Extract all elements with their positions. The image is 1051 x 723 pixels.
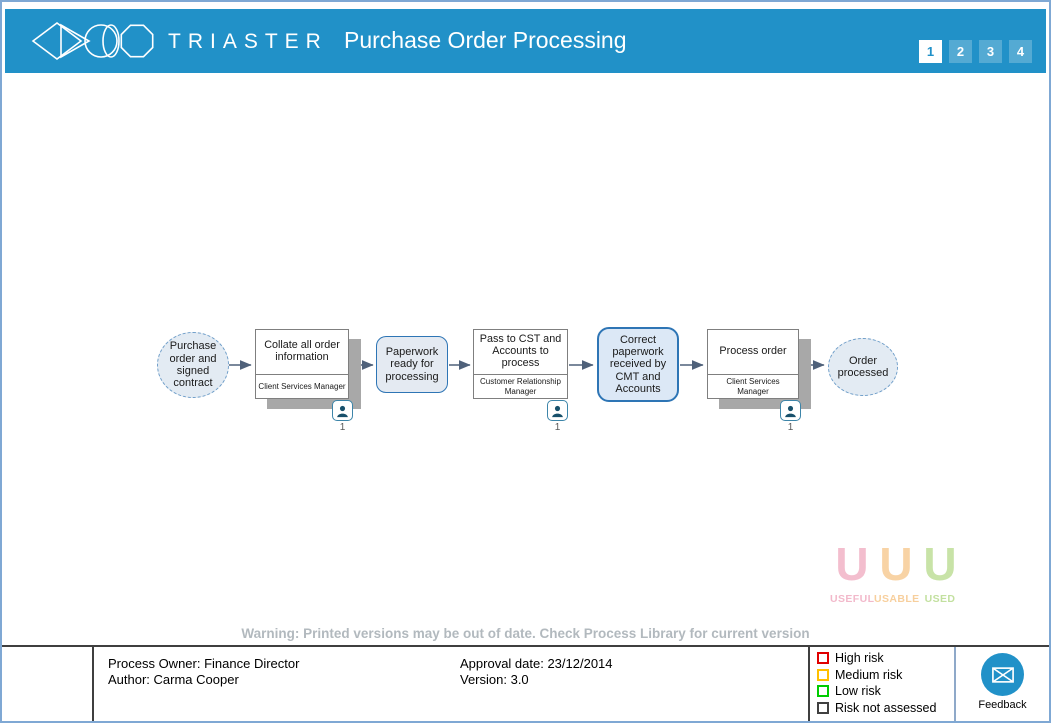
risk-legend: High risk Medium risk Low risk Risk not … [808, 647, 954, 721]
approval-version-block: Approval date: 23/12/2014 Version: 3.0 [460, 656, 613, 688]
page-title: Purchase Order Processing [344, 27, 627, 53]
node-text: Purchase order and signed contract [169, 340, 217, 390]
watermark-label: USABLE [874, 593, 920, 605]
feedback-label: Feedback [978, 699, 1027, 711]
watermark-label: USED [924, 593, 956, 605]
person-badge[interactable] [547, 400, 568, 421]
page-nav: 1 2 3 4 [919, 40, 1032, 63]
legend-label: Medium risk [835, 667, 903, 682]
brand-text: TRIASTER [168, 30, 328, 53]
legend-label: Low risk [835, 684, 881, 699]
legend-row-low-risk: Low risk [817, 683, 952, 700]
feedback-button[interactable] [981, 653, 1024, 696]
owner-author-block: Process Owner: Finance Director Author: … [108, 656, 299, 688]
person-icon [552, 405, 563, 417]
person-icon [337, 405, 348, 417]
u-glyph-icon: U [879, 538, 913, 590]
node-text: Correct paperwork received by CMT and Ac… [609, 333, 667, 395]
flowchart: Purchase order and signed contract Colla… [2, 73, 1049, 645]
legend-row-high-risk: High risk [817, 650, 952, 667]
deliverable-correct-paperwork: Correct paperwork received by CMT and Ac… [597, 327, 679, 402]
legend-row-medium-risk: Medium risk [817, 667, 952, 684]
high-risk-swatch-icon [817, 652, 829, 665]
legend-label: Risk not assessed [835, 700, 937, 715]
resource-count: 1 [787, 422, 794, 433]
watermark-usable: U USABLE [874, 535, 920, 605]
footer-main-cell: Process Owner: Finance Director Author: … [94, 647, 808, 721]
envelope-icon [991, 666, 1014, 683]
page-button-2[interactable]: 2 [949, 40, 972, 63]
activity-role: Client Services Manager [256, 374, 348, 398]
node-text: Paperwork ready for processing [385, 346, 439, 383]
person-badge[interactable] [332, 400, 353, 421]
process-owner-text: Process Owner: Finance Director [108, 656, 300, 671]
flowchart-canvas: Purchase order and signed contract Colla… [2, 73, 1049, 645]
version-text: Version: 3.0 [460, 672, 529, 687]
header-bar: TRIASTER Purchase Order Processing 1 2 3… [5, 9, 1046, 73]
u-glyph-icon: U [835, 538, 869, 590]
terminator-start: Purchase order and signed contract [157, 332, 229, 398]
watermark-label: USEFUL [830, 593, 875, 605]
resource-count: 1 [339, 422, 346, 433]
terminator-end: Order processed [828, 338, 898, 396]
person-icon [785, 405, 796, 417]
activity-process-order[interactable]: Process order Client Services Manager [707, 329, 799, 399]
person-badge[interactable] [780, 400, 801, 421]
activity-role: Client Services Manager [708, 374, 798, 398]
triaster-logo-icon [31, 22, 154, 60]
watermark-useful: U USEFUL [830, 535, 874, 605]
footer-blank-cell [2, 647, 94, 721]
resource-count: 1 [554, 422, 561, 433]
deliverable-paperwork-ready: Paperwork ready for processing [376, 336, 448, 393]
author-text: Author: Carma Cooper [108, 672, 239, 687]
activity-title: Pass to CST and Accounts to process [479, 333, 562, 369]
activity-role: Customer Relationship Manager [474, 374, 567, 398]
low-risk-swatch-icon [817, 685, 829, 698]
footer-bar: Process Owner: Finance Director Author: … [2, 645, 1049, 721]
feedback-cell: Feedback [954, 647, 1049, 721]
approval-date-text: Approval date: 23/12/2014 [460, 656, 613, 671]
page-button-4[interactable]: 4 [1009, 40, 1032, 63]
activity-title: Process order [719, 345, 787, 358]
useful-usable-used-logo: U USEFUL U USABLE U USED [830, 535, 962, 605]
activity-title: Collate all order information [264, 339, 340, 363]
legend-row-not-assessed: Risk not assessed [817, 700, 952, 717]
medium-risk-swatch-icon [817, 668, 829, 681]
activity-pass-to-cst[interactable]: Pass to CST and Accounts to process Cust… [473, 329, 568, 399]
u-glyph-icon: U [923, 538, 957, 590]
page-button-3[interactable]: 3 [979, 40, 1002, 63]
watermark-used: U USED [918, 535, 962, 605]
node-text: Order processed [837, 354, 889, 379]
activity-collate[interactable]: Collate all order information Client Ser… [255, 329, 349, 399]
page-button-1[interactable]: 1 [919, 40, 942, 63]
legend-label: High risk [835, 651, 884, 666]
warning-text: Warning: Printed versions may be out of … [241, 626, 810, 641]
not-assessed-swatch-icon [817, 701, 829, 714]
